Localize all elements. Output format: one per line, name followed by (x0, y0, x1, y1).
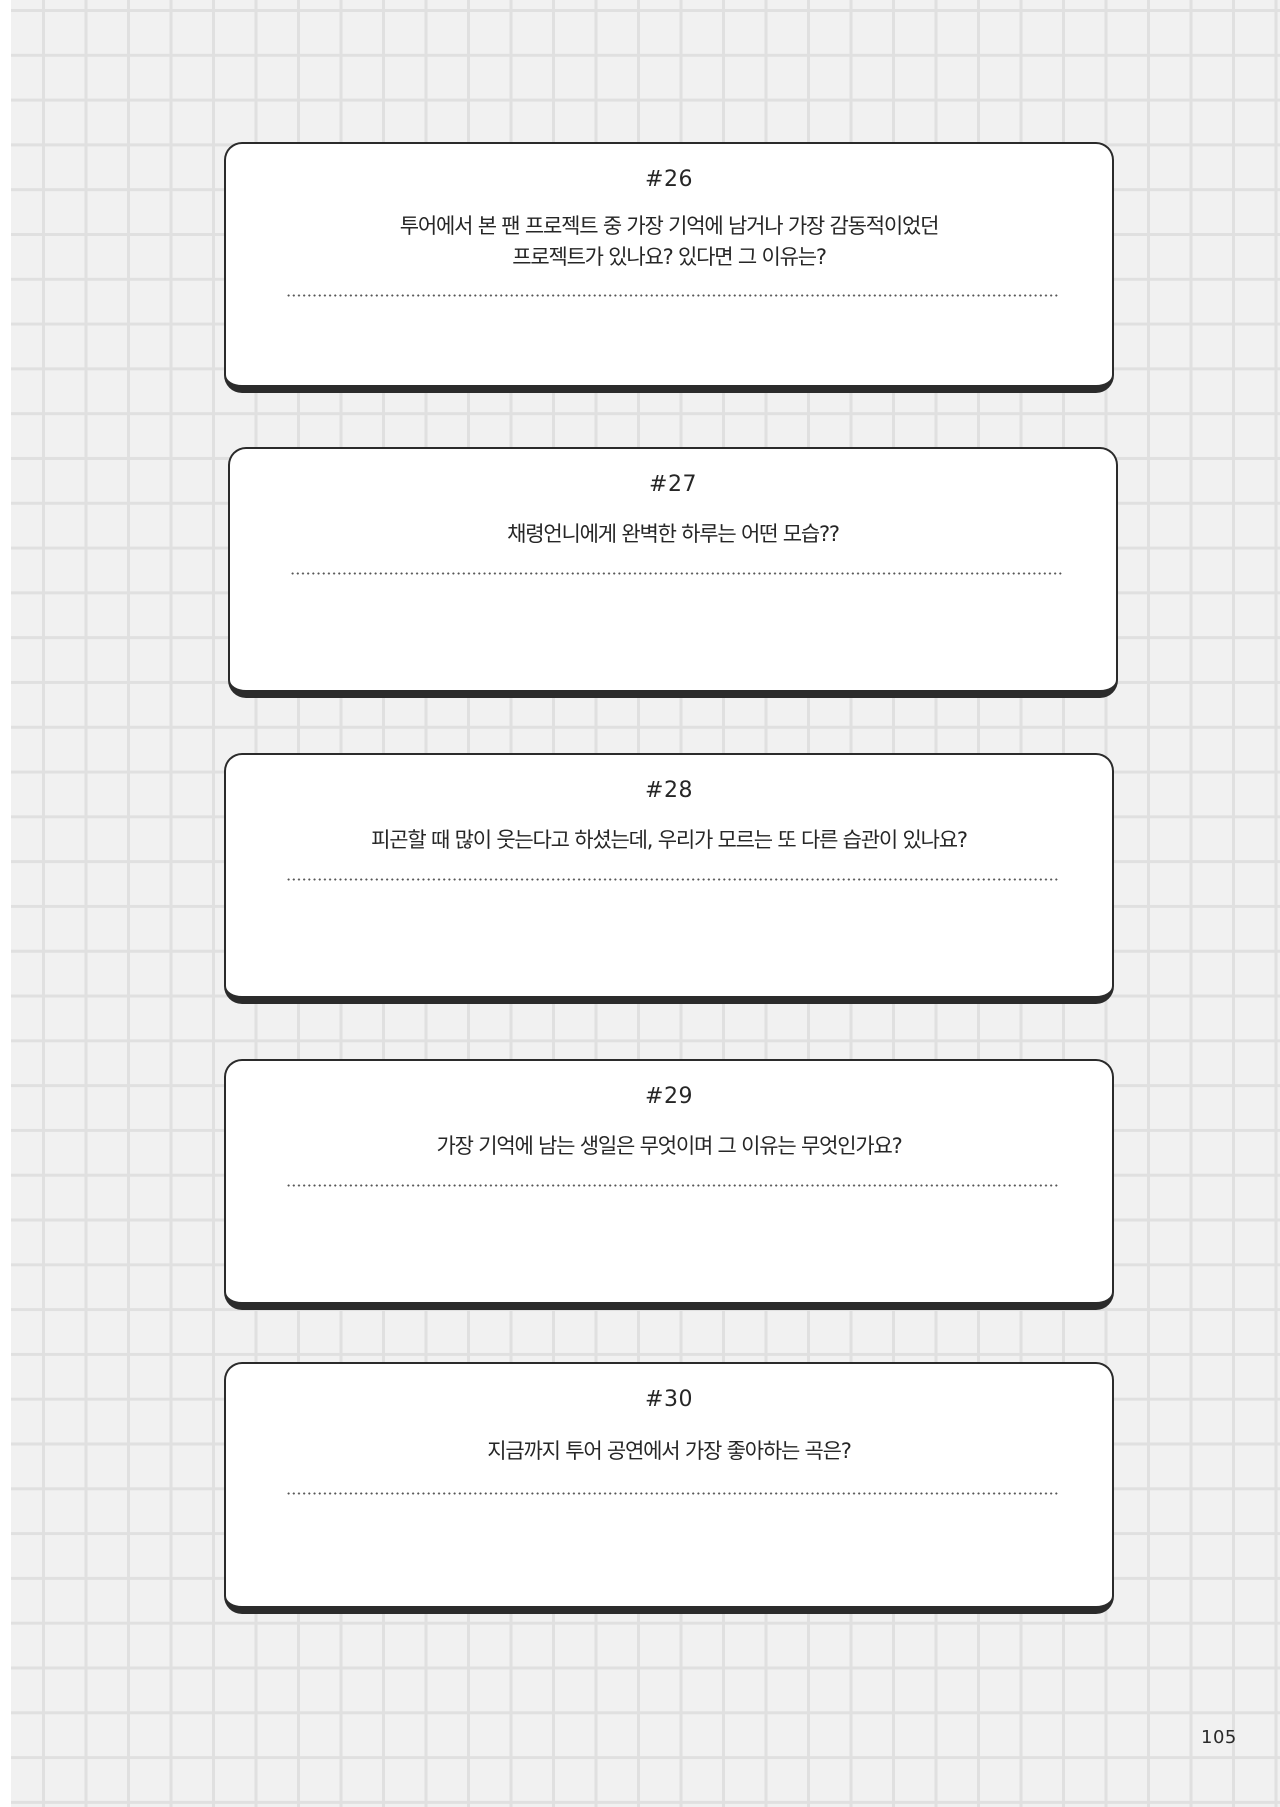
question-card-27: #27 채령언니에게 완벽한 하루는 어떤 모습?? (228, 447, 1118, 698)
answer-writing-area[interactable] (286, 1193, 1058, 1292)
dotted-answer-line (290, 572, 1062, 575)
answer-writing-area[interactable] (286, 304, 1058, 375)
question-text: 채령언니에게 완벽한 하루는 어떤 모습?? (507, 522, 840, 546)
question-number: #29 (645, 1084, 693, 1109)
question-card-26: #26 투어에서 본 팬 프로젝트 중 가장 기억에 남거나 가장 감동적이었던… (224, 142, 1114, 393)
dotted-answer-line (286, 294, 1058, 297)
question-card-28: #28 피곤할 때 많이 웃는다고 하셨는데, 우리가 모르는 또 다른 습관이… (224, 753, 1114, 1004)
answer-writing-area[interactable] (290, 581, 1062, 680)
question-number: #28 (645, 778, 693, 803)
dotted-answer-line (286, 1492, 1058, 1495)
question-text: 투어에서 본 팬 프로젝트 중 가장 기억에 남거나 가장 감동적이었던 프로젝… (266, 211, 1072, 273)
question-text: 가장 기억에 남는 생일은 무엇이며 그 이유는 무엇인가요? (436, 1134, 902, 1158)
grid-paper-page: #26 투어에서 본 팬 프로젝트 중 가장 기억에 남거나 가장 감동적이었던… (11, 0, 1280, 1807)
question-number: #26 (645, 167, 693, 192)
question-text-line: 투어에서 본 팬 프로젝트 중 가장 기억에 남거나 가장 감동적이었던 (399, 214, 940, 238)
answer-writing-area[interactable] (286, 887, 1058, 986)
question-number: #30 (645, 1387, 693, 1412)
question-card-29: #29 가장 기억에 남는 생일은 무엇이며 그 이유는 무엇인가요? (224, 1059, 1114, 1310)
answer-writing-area[interactable] (286, 1496, 1058, 1596)
dotted-answer-line (286, 1184, 1058, 1187)
question-card-30: #30 지금까지 투어 공연에서 가장 좋아하는 곡은? (224, 1362, 1114, 1614)
question-text: 피곤할 때 많이 웃는다고 하셨는데, 우리가 모르는 또 다른 습관이 있나요… (371, 828, 968, 852)
page-number: 105 (1201, 1727, 1237, 1748)
question-text: 지금까지 투어 공연에서 가장 좋아하는 곡은? (487, 1439, 852, 1463)
dotted-answer-line (286, 878, 1058, 881)
question-number: #27 (649, 472, 697, 497)
question-text-line: 프로젝트가 있나요? 있다면 그 이유는? (512, 245, 827, 269)
